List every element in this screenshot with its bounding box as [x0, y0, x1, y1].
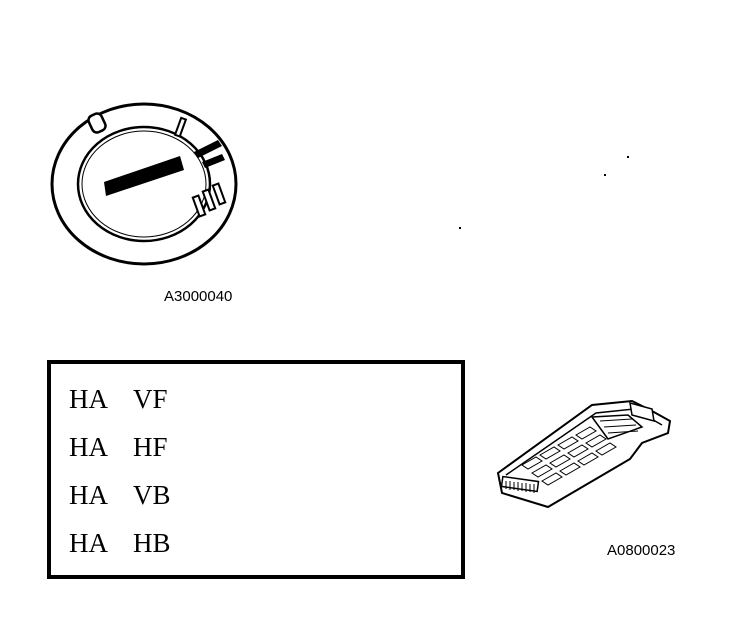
code-suffix: VF — [133, 384, 168, 414]
ignition-figure-caption: A3000040 — [164, 288, 233, 305]
scan-speck — [604, 174, 606, 176]
code-row: HA HF — [69, 432, 168, 463]
scan-speck — [627, 156, 629, 158]
tester-figure-caption: A0800023 — [607, 542, 676, 559]
code-prefix: HA — [69, 480, 108, 510]
diagnostic-tester-icon — [496, 399, 672, 509]
code-row: HA HB — [69, 528, 171, 559]
scan-speck — [459, 227, 461, 229]
code-list-box: HA VF HA HF HA VB HA HB — [47, 360, 465, 579]
code-suffix: HB — [133, 528, 171, 558]
ignition-switch-icon — [50, 102, 238, 266]
code-row: HA VB — [69, 480, 171, 511]
code-prefix: HA — [69, 384, 108, 414]
code-suffix: HF — [133, 432, 168, 462]
code-prefix: HA — [69, 528, 108, 558]
code-prefix: HA — [69, 432, 108, 462]
code-row: HA VF — [69, 384, 168, 415]
code-suffix: VB — [133, 480, 171, 510]
